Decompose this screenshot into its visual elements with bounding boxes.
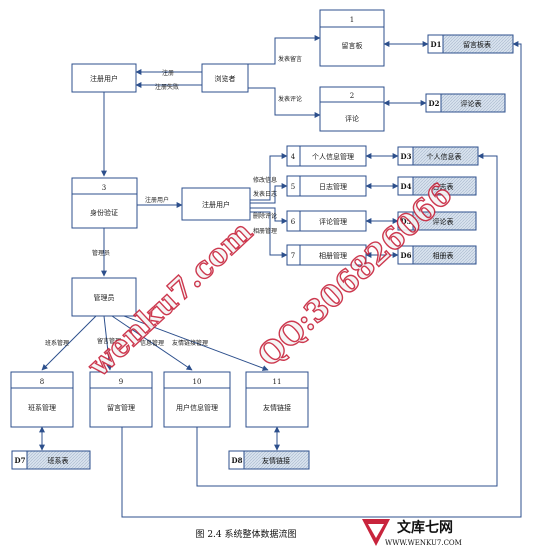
flow-post-comment	[248, 87, 321, 118]
svg-text:评论表: 评论表	[433, 217, 454, 226]
store-d7: D7 班系表	[11, 450, 91, 470]
process-p7: 7 相册管理	[286, 244, 367, 266]
flow-post-message	[248, 35, 321, 65]
flow-label-reg-user: 注册用户	[145, 196, 169, 204]
flow-label-album-mgmt: 相册管理	[253, 227, 277, 235]
process-p9: 9 留言管理	[89, 371, 153, 428]
flow-admin-p8	[41, 315, 97, 371]
process-name: 评论	[345, 114, 359, 123]
flow-label-register: 注册	[162, 69, 174, 77]
svg-text:班系表: 班系表	[48, 456, 69, 465]
flow-label-delete-comment: 删除评论	[253, 212, 277, 220]
process-number: 3	[102, 184, 106, 192]
process-number: 4	[291, 153, 296, 161]
process-name: 班系管理	[28, 403, 56, 412]
process-p4: 4 个人信息管理	[286, 145, 367, 167]
svg-text:浏览者: 浏览者	[215, 74, 236, 83]
entity-visitor: 浏览者	[201, 63, 249, 93]
flow-label-info-mgmt: 信息管理	[140, 339, 164, 347]
svg-text:相册表: 相册表	[433, 251, 454, 260]
process-name: 日志管理	[319, 182, 347, 191]
svg-text:D6: D6	[401, 251, 412, 260]
process-p8: 8 班系管理	[10, 371, 74, 428]
svg-text:D2: D2	[429, 99, 440, 108]
store-d5: D5 评论表	[397, 211, 477, 231]
process-number: 6	[291, 218, 296, 226]
watermark-qq: QQ:306826066	[252, 177, 460, 374]
flow-p9-d1	[121, 41, 522, 518]
process-number: 7	[291, 252, 295, 260]
store-d6: D6 相册表	[397, 245, 477, 265]
svg-text:D1: D1	[431, 40, 442, 49]
flow-admin-p11	[123, 315, 269, 371]
process-name: 评论管理	[319, 217, 347, 226]
store-d3: D3 个人信息表	[397, 146, 479, 166]
logo-name: 文库七网	[397, 519, 453, 536]
logo-url: WWW.WENKU7.COM	[385, 539, 462, 547]
svg-text:注册用户: 注册用户	[90, 74, 118, 83]
svg-text:D8: D8	[232, 456, 243, 465]
process-name: 留言板	[342, 41, 363, 50]
store-d1: D1 留言板表	[427, 34, 514, 54]
process-number: 8	[40, 378, 44, 386]
flow-label-post-comment: 发表评论	[278, 95, 302, 103]
flow-label-msg-mgmt: 留言管理	[97, 337, 121, 345]
process-name: 相册管理	[319, 251, 347, 260]
flow-to-p4	[250, 153, 288, 201]
flow-label-link-mgmt: 友情链接管理	[172, 339, 208, 347]
flow-label-class-mgmt: 班系管理	[45, 339, 69, 347]
process-name: 身份验证	[90, 208, 118, 217]
flow-label-post-message: 发表留言	[278, 55, 302, 63]
flow-to-p5	[250, 183, 288, 204]
store-d8: D8 友情链接	[228, 450, 310, 470]
svg-text:友情链接: 友情链接	[262, 456, 290, 465]
figure-caption: 图 2.4 系统整体数据流图	[195, 528, 296, 540]
process-name: 留言管理	[107, 403, 135, 412]
svg-text:日志表: 日志表	[433, 182, 454, 191]
entity-registered-user-top: 注册用户	[71, 63, 137, 93]
process-p2: 2 评论	[319, 86, 385, 132]
flow-label-modify-info: 修改信息	[253, 176, 277, 184]
process-p11: 11 友情链接	[245, 371, 309, 428]
process-number: 11	[273, 378, 282, 386]
flow-label-post-log: 发表日志	[253, 190, 277, 198]
process-p10: 10 用户信息管理	[163, 371, 231, 428]
svg-text:D5: D5	[401, 217, 412, 226]
process-name: 个人信息管理	[312, 152, 354, 161]
flow-p10-d3	[196, 153, 498, 487]
svg-text:D4: D4	[401, 182, 412, 191]
entity-registered-user-mid: 注册用户	[181, 187, 251, 221]
process-number: 2	[350, 92, 354, 100]
svg-text:管理员: 管理员	[94, 293, 115, 302]
flow-label-group: 注册 注册失败 发表留言 发表评论 注册用户 管理员 修改信息 发表日志 删除评…	[45, 55, 302, 347]
process-name: 友情链接	[263, 403, 291, 412]
store-d2: D2 评论表	[425, 93, 506, 113]
site-logo: 文库七网 WWW.WENKU7.COM	[362, 519, 462, 547]
svg-text:留言板表: 留言板表	[463, 40, 491, 49]
svg-text:注册用户: 注册用户	[202, 200, 230, 209]
process-p5: 5 日志管理	[286, 175, 367, 197]
flow-lines	[39, 35, 522, 518]
process-p3: 3 身份验证	[71, 177, 138, 229]
process-p1: 1 留言板	[319, 9, 385, 67]
svg-text:D3: D3	[401, 152, 412, 161]
process-number: 9	[119, 378, 123, 386]
process-number: 1	[350, 16, 354, 24]
process-number: 5	[291, 183, 295, 191]
flow-label-register-fail: 注册失败	[155, 83, 179, 91]
svg-text:评论表: 评论表	[461, 99, 482, 108]
process-p6: 6 评论管理	[286, 210, 367, 232]
svg-text:个人信息表: 个人信息表	[427, 152, 462, 161]
flow-admin-p9	[103, 315, 113, 371]
flow-to-p6	[250, 207, 288, 224]
flow-admin-p10	[111, 315, 193, 371]
flow-to-p7	[250, 211, 288, 258]
process-name: 用户信息管理	[176, 403, 218, 412]
svg-text:D7: D7	[15, 456, 26, 465]
entity-admin: 管理员	[71, 277, 137, 317]
store-d4: D4 日志表	[397, 176, 477, 196]
flow-label-admin: 管理员	[92, 249, 110, 257]
process-number: 10	[193, 378, 202, 386]
